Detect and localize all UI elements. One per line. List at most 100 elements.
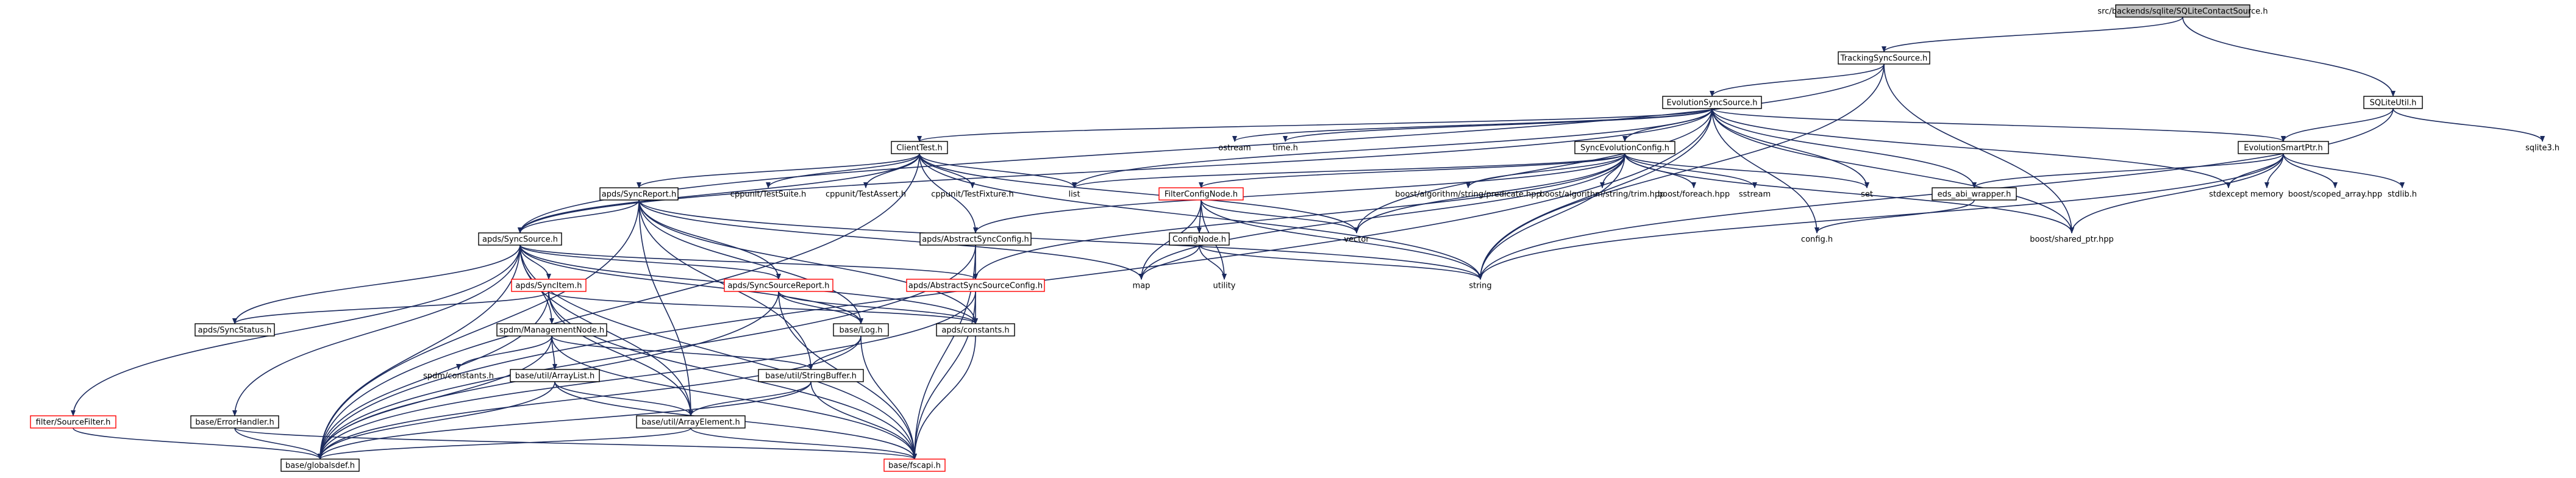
include-edge (912, 291, 976, 460)
graph-node-sqliteutil[interactable]: SQLiteUtil.h (2363, 96, 2423, 109)
include-edge (318, 153, 920, 460)
node-label: apds/SyncSource.h (482, 235, 558, 244)
graph-node-arrayelem[interactable]: base/util/ArrayElement.h (636, 415, 746, 429)
node-label: filter/SourceFilter.h (36, 418, 111, 427)
graph-node-boostpred: boost/algorithm/string/predicate.hpp (1395, 190, 1541, 199)
include-edge (1478, 153, 2284, 280)
graph-node-timeh: time.h (1272, 144, 1298, 153)
graph-node-map: map (1133, 282, 1151, 291)
graph-node-string: string (1469, 282, 1491, 291)
node-label: apds/AbstractSyncSourceConfig.h (908, 282, 1043, 291)
include-edge (1354, 108, 1713, 234)
graph-node-syncsource[interactable]: apds/SyncSource.h (478, 232, 562, 246)
graph-node-stringbuf[interactable]: base/util/StringBuffer.h (758, 369, 864, 382)
include-edge (1072, 153, 1625, 188)
node-box (724, 279, 833, 292)
graph-node-abssrccfg[interactable]: apds/AbstractSyncSourceConfig.h (906, 279, 1045, 292)
graph-node-baselog[interactable]: base/Log.h (833, 323, 889, 337)
include-edge (73, 427, 323, 460)
graph-node-fscapi[interactable]: base/fscapi.h (883, 458, 946, 472)
include-edge (232, 291, 549, 324)
graph-node-abstractcfg[interactable]: apds/AbstractSyncConfig.h (919, 232, 1032, 246)
include-edge (519, 244, 978, 280)
graph-node-confignode[interactable]: ConfigNode.h (1169, 232, 1230, 246)
include-edge (2392, 108, 2545, 142)
node-label: cppunit/TestFixture.h (931, 190, 1013, 199)
node-box (919, 232, 1032, 246)
graph-node-evosmart[interactable]: EvolutionSmartPtr.h (2238, 141, 2329, 154)
node-label: base/Log.h (840, 326, 883, 335)
include-edge (1199, 153, 1625, 188)
include-edge (232, 244, 521, 324)
include-edge (1139, 153, 1625, 280)
graph-node-errhandler[interactable]: base/ErrorHandler.h (190, 415, 279, 429)
graph-node-syncsrcreport[interactable]: apds/SyncSourceReport.h (724, 279, 833, 292)
node-box (511, 279, 587, 292)
include-edge (1711, 108, 2074, 234)
include-edge (766, 153, 920, 188)
include-edge (1354, 153, 1625, 234)
graph-node-evoss[interactable]: EvolutionSyncSource.h (1662, 96, 1762, 109)
include-edge (551, 335, 813, 370)
node-label: apds/SyncItem.h (516, 282, 582, 291)
node-box (906, 279, 1045, 292)
node-label: time.h (1272, 144, 1298, 153)
node-label: base/ErrorHandler.h (195, 418, 274, 427)
graph-node-sharedptr: boost/shared_ptr.hpp (2030, 235, 2114, 244)
node-label: ConfigNode.h (1172, 235, 1226, 244)
include-edge (1624, 153, 2074, 234)
node-label: apds/AbstractSyncConfig.h (922, 235, 1029, 244)
node-box (190, 415, 279, 429)
node-label: apds/constants.h (941, 326, 1009, 335)
graph-node-sourcefilter[interactable]: filter/SourceFilter.h (30, 415, 116, 429)
include-edge (810, 381, 917, 460)
node-label: utility (1213, 282, 1236, 291)
include-edge (1711, 108, 2231, 188)
graph-node-sqlite3: sqlite3.h (2525, 144, 2560, 153)
node-label: boost/scoped_array.hpp (2288, 190, 2382, 199)
include-edge (1478, 153, 1625, 280)
graph-node-clienttest[interactable]: ClientTest.h (891, 141, 948, 154)
include-edge (778, 291, 978, 324)
include-edge (318, 427, 691, 460)
graph-node-mgmtnode[interactable]: spdm/ManagementNode.h (496, 323, 607, 337)
node-label: EvolutionSyncSource.h (1667, 99, 1758, 108)
node-label: EvolutionSmartPtr.h (2244, 144, 2322, 153)
graph-node-apdsconst[interactable]: apds/constants.h (936, 323, 1015, 337)
node-box (883, 458, 946, 472)
graph-node-cppsuite: cppunit/TestSuite.h (730, 190, 806, 199)
node-label: boost/algorithm/string/predicate.hpp (1395, 190, 1541, 199)
node-box (599, 187, 679, 201)
graph-node-syncitem[interactable]: apds/SyncItem.h (511, 279, 587, 292)
node-box (2238, 141, 2329, 154)
include-edge (919, 153, 975, 188)
include-edge (778, 291, 863, 324)
include-edge (638, 199, 781, 280)
graph-node-syncreport[interactable]: apds/SyncReport.h (599, 187, 679, 201)
graph-node-tracking[interactable]: TrackingSyncSource.h (1838, 51, 1930, 65)
include-edge (638, 199, 693, 416)
include-edge (548, 291, 917, 460)
include-edge (234, 427, 917, 460)
include-edge (318, 244, 521, 460)
include-edge (912, 335, 976, 460)
graph-node-utility: utility (1213, 282, 1236, 291)
graph-node-globalsdef[interactable]: base/globalsdef.h (280, 458, 360, 472)
graph-node-syncstatus[interactable]: apds/SyncStatus.h (194, 323, 275, 337)
graph-node-confighh: config.h (1801, 235, 1833, 244)
include-edge (2283, 153, 2405, 188)
include-edge (1711, 108, 1977, 188)
node-box (194, 323, 275, 337)
graph-node-boostscoped: boost/scoped_array.hpp (2288, 190, 2382, 199)
graph-node-filtercfg[interactable]: FilterConfigNode.h (1158, 187, 1244, 201)
graph-node-edsabi[interactable]: eds_abi_wrapper.h (1932, 187, 2017, 201)
node-box (280, 458, 360, 472)
node-label: apds/SyncSourceReport.h (727, 282, 829, 291)
graph-node-arraylist[interactable]: base/util/ArrayList.h (510, 369, 600, 382)
graph-node-set: set (1861, 190, 1873, 199)
graph-node-syncevocfg[interactable]: SyncEvolutionConfig.h (1574, 141, 1675, 154)
graph-node-root[interactable]: src/backends/sqlite/SQLiteContactSource.… (2097, 4, 2268, 18)
node-label: TrackingSyncSource.h (1840, 54, 1927, 63)
include-edge (919, 153, 1077, 188)
